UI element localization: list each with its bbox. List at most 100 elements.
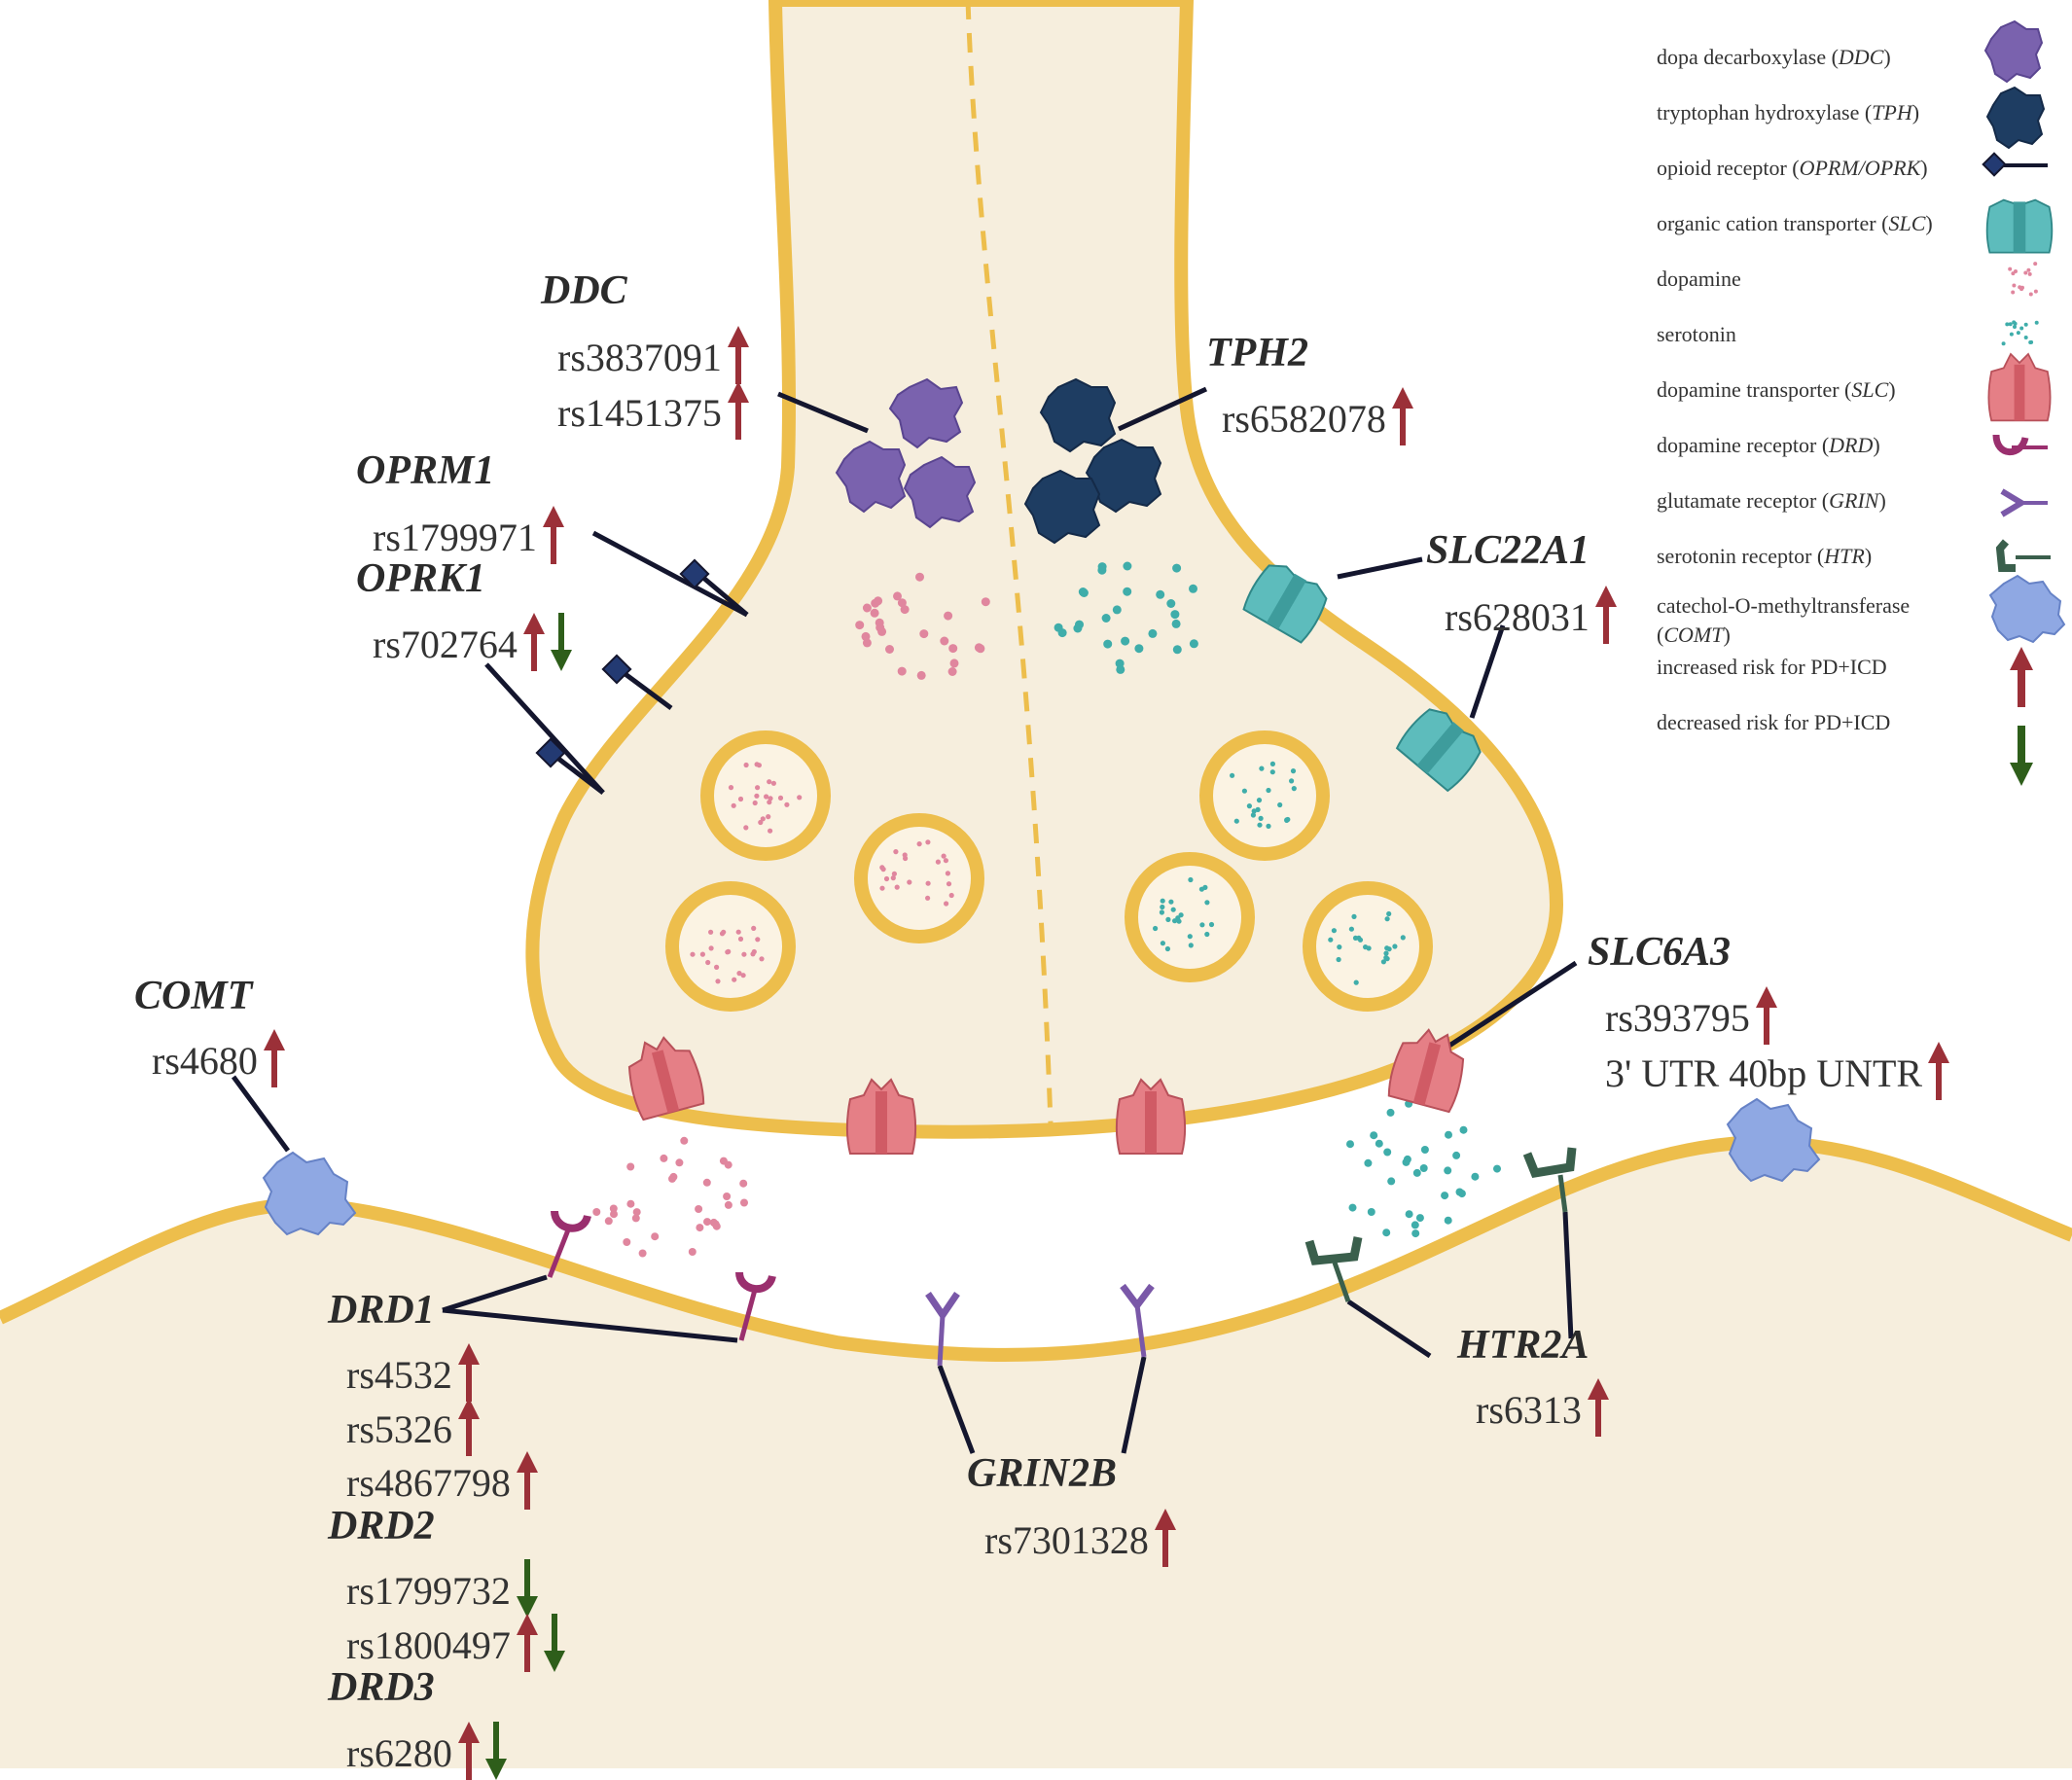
legend-opioid-receptor-icon: [1982, 152, 2048, 177]
ddc-enzyme-2: [835, 440, 907, 514]
dopamine-molecule: [893, 591, 902, 601]
gene-label-slc6a3: SLC6A3: [1588, 930, 1732, 975]
serotonin-molecule: [1054, 623, 1063, 632]
serotonin-molecule: [1348, 926, 1354, 932]
serotonin-molecule: [1269, 761, 1275, 767]
up-arrow-icon: [263, 1029, 285, 1087]
serotonin-molecule: [1384, 916, 1390, 922]
serotonin-molecule: [1251, 808, 1257, 814]
dopamine-receptor-2: [735, 1271, 776, 1341]
dopamine-molecule: [935, 859, 942, 865]
vesicle-serotonin-2: [1125, 852, 1255, 982]
legend-item-down-arrow: decreased risk for PD+ICD: [1657, 710, 1890, 735]
legend-text: tryptophan hydroxylase (: [1657, 100, 1873, 125]
serotonin-molecule: [1291, 786, 1297, 792]
serotonin-molecule: [1255, 806, 1261, 813]
up-arrow-icon: [457, 1343, 480, 1402]
legend-item-opioid-receptor: opioid receptor (OPRM/OPRK): [1657, 156, 1928, 181]
serotonin-molecule: [1420, 1146, 1429, 1154]
gene-label-slc22a1: SLC22A1: [1426, 528, 1590, 573]
dopamine-molecule: [732, 977, 737, 982]
dopamine-molecule: [680, 1136, 689, 1145]
dopamine-molecule: [651, 1232, 660, 1241]
legend-item-tph-enzyme: tryptophan hydroxylase (TPH): [1657, 100, 1919, 125]
dopamine-molecule: [879, 865, 885, 871]
gene-label-tph2: TPH2: [1206, 331, 1308, 375]
serotonin-molecule: [1444, 1166, 1452, 1175]
dopamine-molecule: [890, 875, 896, 881]
up-arrow-icon: [522, 613, 545, 671]
serotonin-molecule: [1204, 931, 1210, 938]
dopamine-molecule: [715, 979, 721, 984]
serotonin-molecule: [1259, 765, 1265, 771]
tph-enzyme-3: [1023, 469, 1101, 545]
serotonin-molecule: [1441, 1192, 1449, 1200]
serotonin-molecule: [1328, 937, 1334, 943]
dopamine-molecule: [711, 1220, 720, 1228]
legend-item-dopamine-dots: dopamine: [1657, 267, 1741, 292]
snp-slc22a1-1: rs628031: [1445, 586, 1617, 644]
serotonin-molecule: [1337, 944, 1342, 950]
tph-enzyme-2: [1085, 438, 1162, 514]
serotonin-molecule: [1403, 1155, 1411, 1163]
serotonin-molecule: [1257, 822, 1263, 828]
serotonin-molecule: [1097, 562, 1107, 572]
snp-grin2b-1: rs7301328: [984, 1509, 1176, 1567]
serotonin-molecule: [1445, 1130, 1452, 1139]
serotonin-molecule: [1160, 941, 1165, 946]
dopamine-molecule: [915, 572, 924, 582]
dopamine-molecule: [943, 858, 949, 864]
serotonin-molecule: [1166, 599, 1176, 608]
legend-glutamate-receptor-icon: [2000, 488, 2048, 517]
serotonin-molecule: [1380, 959, 1386, 965]
dopamine-molecule: [723, 1193, 732, 1200]
dopamine-molecule: [699, 951, 706, 957]
dopamine-molecule: [764, 794, 769, 800]
serotonin-molecule: [1208, 921, 1215, 928]
serotonin-molecule: [1101, 614, 1111, 623]
dopamine-molecule: [916, 670, 926, 680]
dopamine-molecule: [736, 971, 742, 977]
snp-id: rs4680: [152, 1039, 258, 1083]
gene-label-htr2a: HTR2A: [1457, 1323, 1590, 1368]
serotonin-molecule: [1153, 925, 1159, 932]
snp-id: rs6582078: [1222, 397, 1386, 441]
serotonin-molecule: [1352, 935, 1359, 942]
up-arrow-icon: [1587, 1378, 1609, 1437]
snp-drd1-3: rs4867798: [346, 1451, 538, 1510]
legend-dopamine-dots-icon: [2008, 262, 2038, 297]
legend-item-comt-enzyme: catechol-O-methyltransferase(COMT): [1657, 591, 1910, 650]
dopamine-molecule: [735, 929, 741, 935]
serotonin-molecule: [1198, 886, 1204, 892]
serotonin-molecule: [1256, 798, 1263, 803]
legend-down-arrow-icon: [2010, 726, 2033, 786]
legend-text: serotonin receptor (: [1657, 544, 1825, 568]
legend-dopamine-transporter-icon: [1987, 353, 2052, 422]
up-arrow-icon: [457, 1398, 480, 1456]
legend-text: ): [1873, 433, 1880, 457]
serotonin-molecule: [1411, 1221, 1419, 1229]
up-arrow-icon: [457, 1722, 480, 1780]
dopamine-molecule: [784, 801, 790, 807]
dopamine-molecule: [925, 880, 931, 886]
legend-text: ): [1864, 544, 1873, 568]
serotonin-molecule: [1266, 787, 1271, 794]
snp-id: rs1451375: [557, 391, 722, 435]
dopamine-receptor-1: [547, 1210, 591, 1278]
dopamine-molecule: [754, 793, 760, 799]
up-arrow-icon: [1154, 1509, 1176, 1567]
dopamine-molecule: [695, 1205, 703, 1213]
snp-id: rs6280: [346, 1731, 452, 1775]
serotonin-molecule: [1336, 956, 1341, 963]
dopamine-molecule: [743, 825, 749, 831]
dopamine-molecule: [875, 623, 885, 632]
up-arrow-icon: [727, 381, 749, 440]
dopamine-molecule: [777, 795, 784, 801]
dopamine-molecule: [855, 621, 865, 630]
dopamine-molecules: [592, 572, 990, 1258]
dopamine-molecule: [948, 892, 954, 899]
dopamine-molecule: [708, 945, 714, 951]
dopamine-molecule: [940, 636, 949, 646]
ddc-enzyme-3: [903, 455, 977, 529]
dopamine-molecule: [724, 1200, 732, 1209]
